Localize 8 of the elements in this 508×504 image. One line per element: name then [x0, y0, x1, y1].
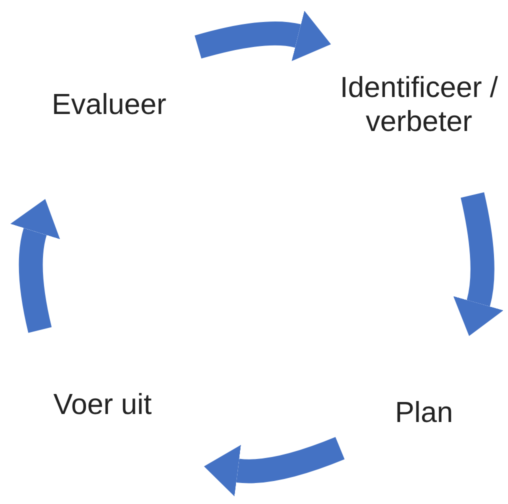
curved-arrow — [453, 192, 504, 336]
step-label: Plan — [394, 396, 454, 430]
step-label: Identificeer / verbeter — [339, 71, 499, 139]
step-label: Voer uit — [53, 388, 152, 422]
step-label: Evalueer — [52, 88, 166, 122]
curved-arrow — [204, 436, 344, 497]
curved-arrow — [10, 198, 60, 333]
curved-arrow — [194, 10, 332, 62]
